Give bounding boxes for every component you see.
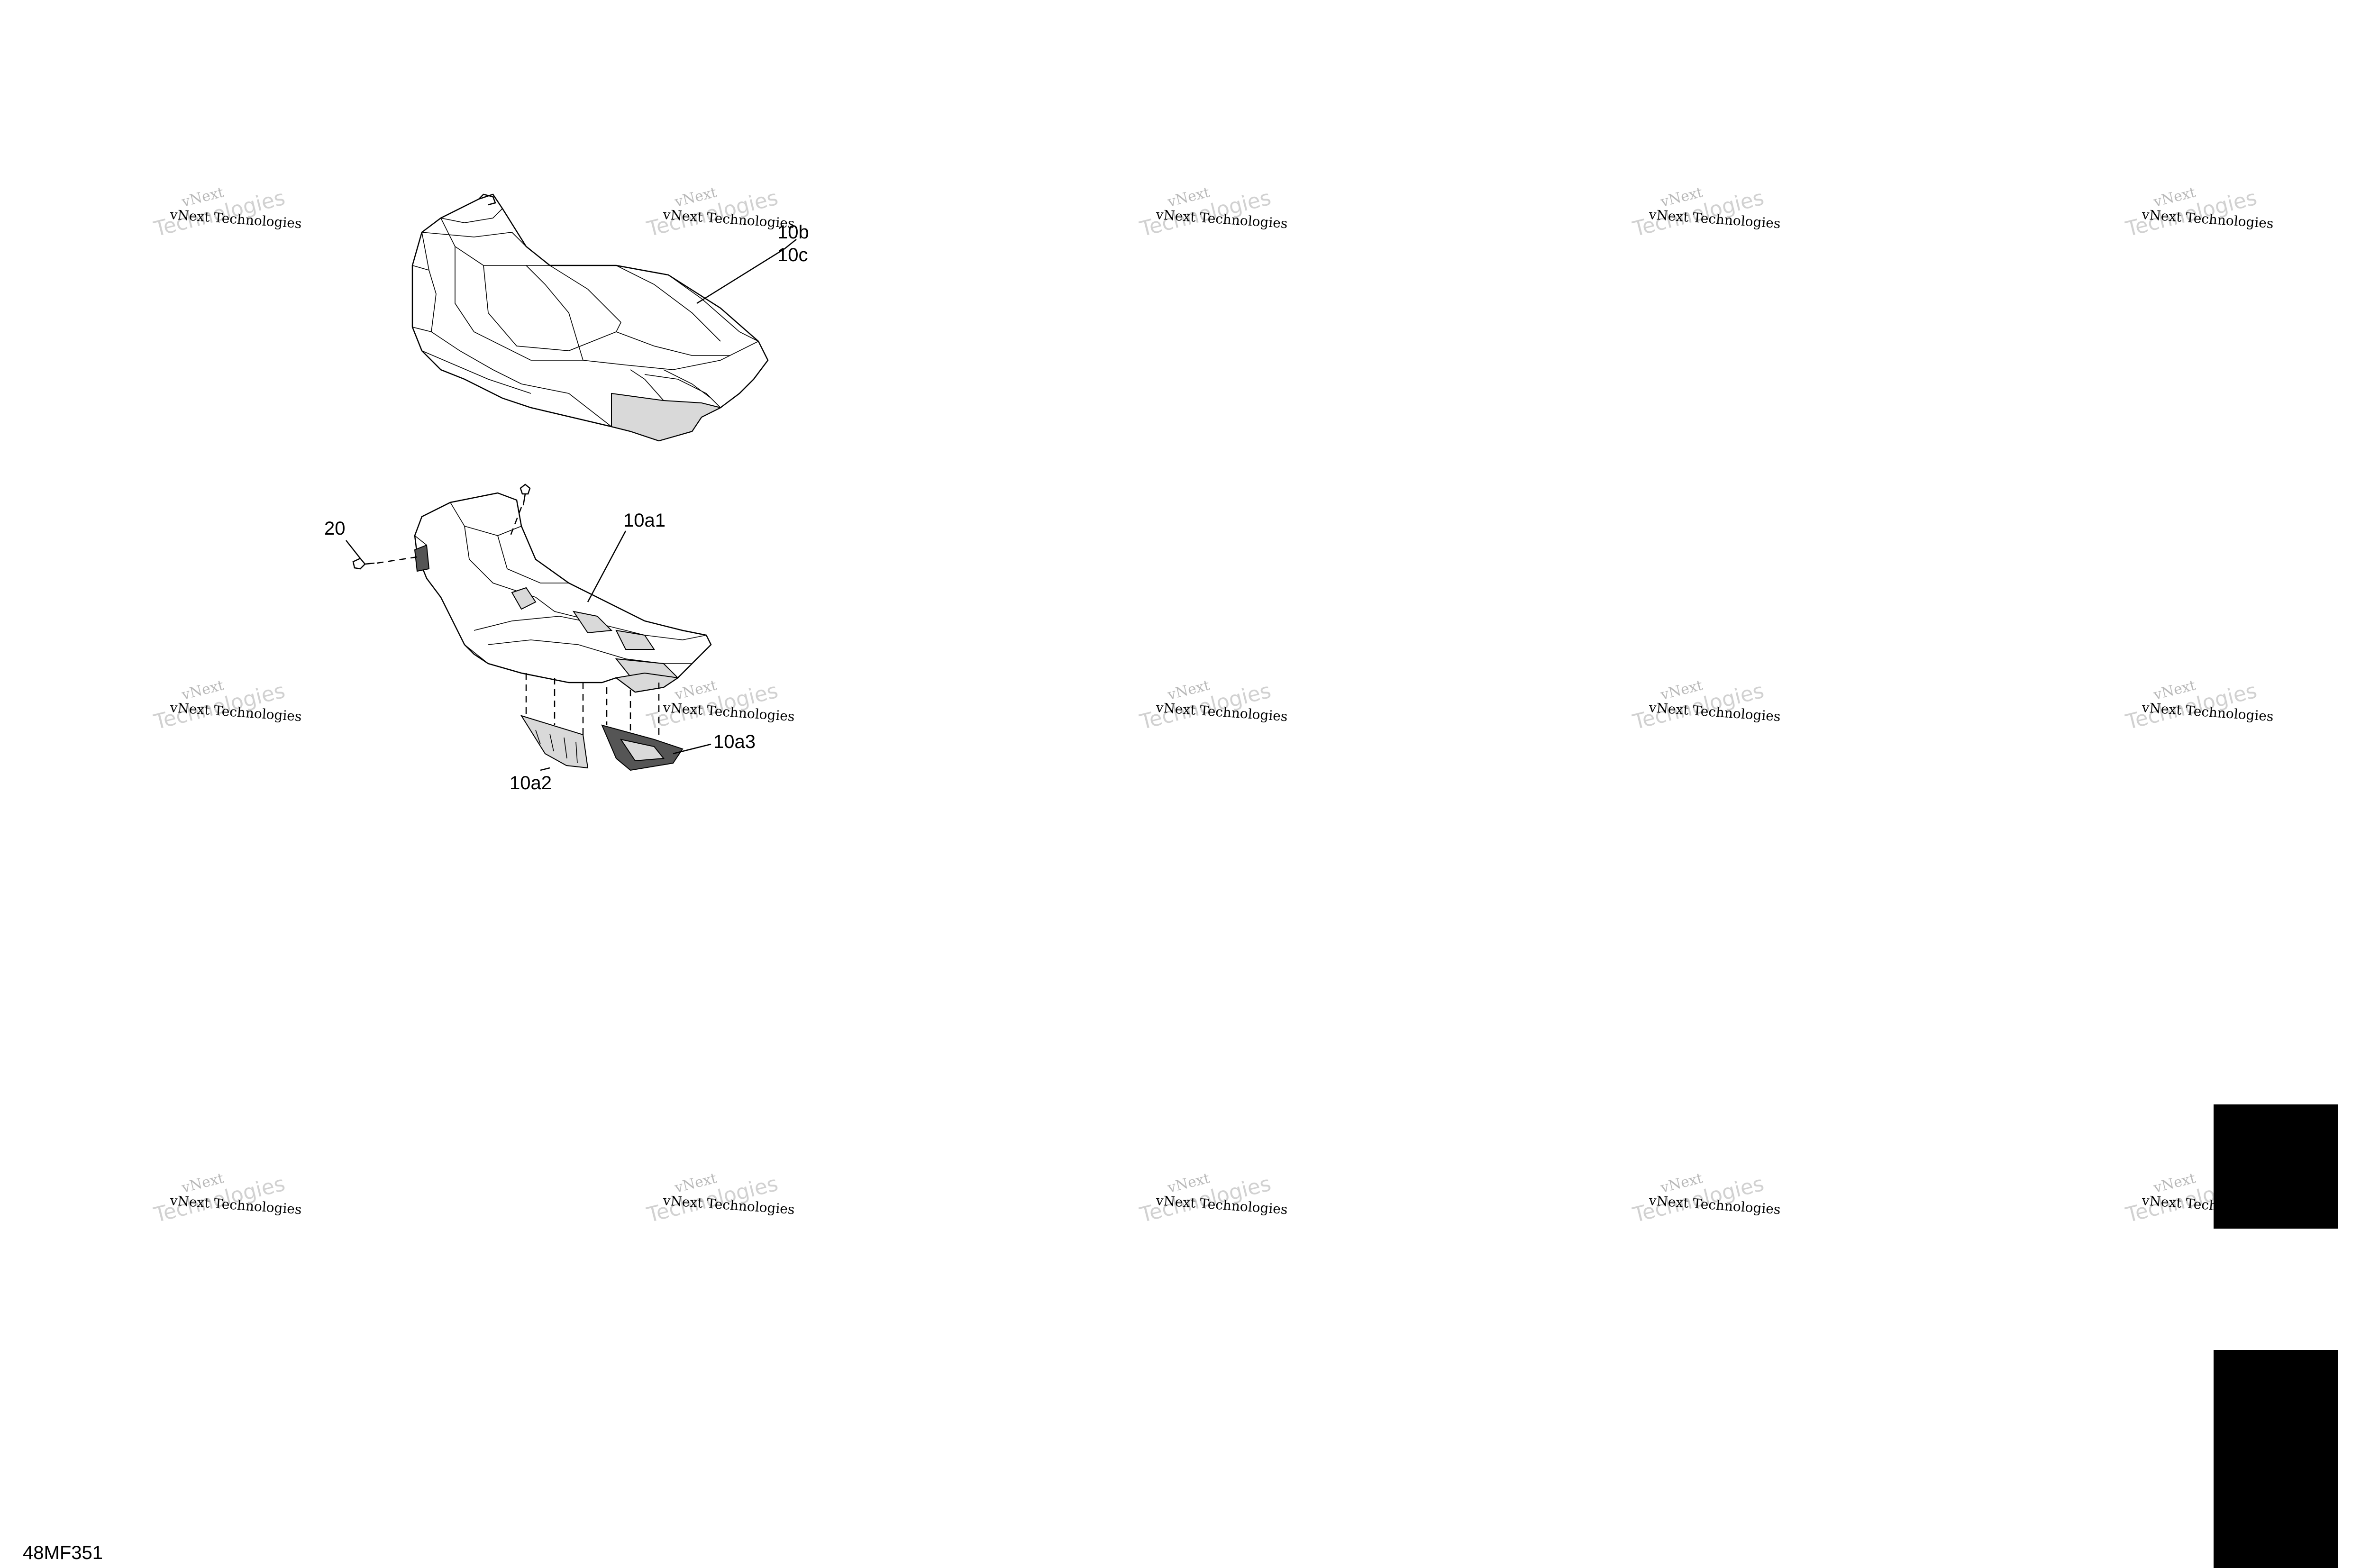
cover-10a2: [520, 673, 589, 771]
callout-20: 20: [324, 518, 346, 539]
seat-assembly-complete: [411, 193, 797, 442]
document-id: 48MF351: [23, 1542, 103, 1563]
callout-10c: 10c: [777, 245, 808, 265]
seat-base-assembly: [414, 492, 712, 693]
screw-top: [509, 483, 531, 538]
cover-10a3: [601, 683, 711, 771]
screw-side: [346, 540, 418, 570]
black-index-tab-lower: [2214, 1350, 2338, 1568]
callout-10b: 10b: [777, 222, 809, 243]
black-index-tab-upper: [2214, 1104, 2338, 1229]
callout-10a1: 10a1: [623, 510, 665, 531]
callout-10a2: 10a2: [510, 773, 552, 793]
callout-10a3: 10a3: [713, 731, 756, 752]
